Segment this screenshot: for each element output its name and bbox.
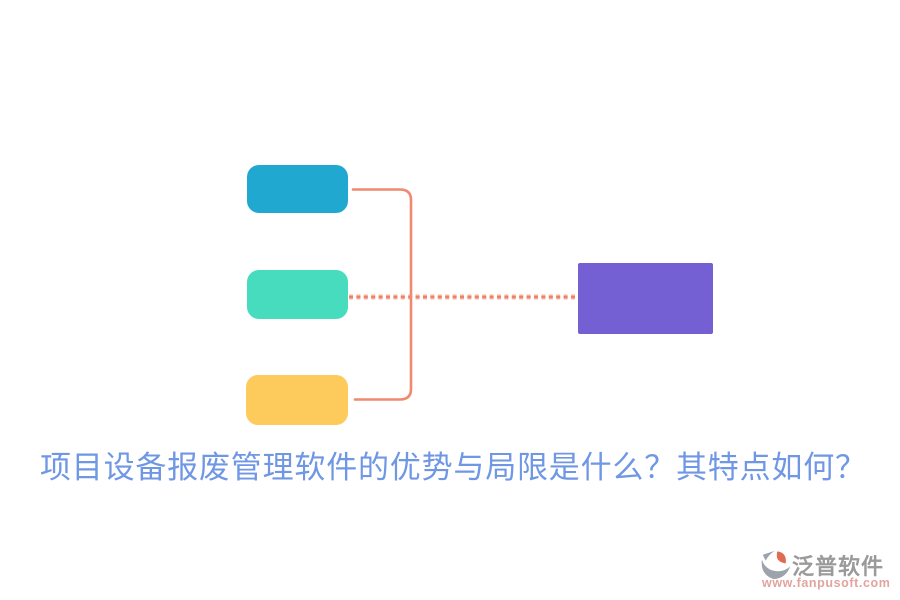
bracket-line [351, 188, 413, 401]
node-bottom [246, 375, 348, 425]
question-heading: 项目设备报废管理软件的优势与局限是什么？其特点如何？ [40, 450, 867, 486]
node-result [578, 263, 713, 334]
brand-url: www.fanpusoft.com [762, 576, 891, 590]
node-middle [247, 270, 348, 319]
fanpu-logo-icon [761, 550, 791, 580]
brand-logo: 泛普软件 www.fanpusoft.com [758, 548, 891, 592]
brand-name: 泛普软件 [792, 554, 885, 579]
node-top [247, 165, 348, 213]
